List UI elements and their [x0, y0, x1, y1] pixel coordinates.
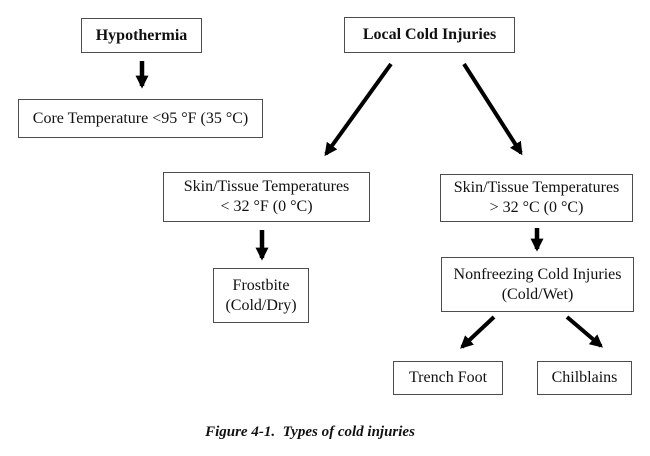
node-local-cold-injuries: Local Cold Injuries	[344, 17, 515, 53]
arrow-nonfreezing-to-trench-foot	[460, 315, 496, 349]
node-chilblains: Chilblains	[537, 361, 632, 395]
node-core-temperature: Core Temperature <95 °F (35 °C)	[18, 99, 263, 138]
arrow-local-to-skin-below-freezing	[324, 62, 393, 157]
node-skin-above-line2: > 32 °C (0 °C)	[489, 199, 584, 216]
figure-caption: Figure 4-1. Types of cold injuries	[205, 424, 415, 440]
node-skin-tissue-above-freezing: Skin/Tissue Temperatures > 32 °C (0 °C)	[440, 174, 633, 222]
node-local-cold-injuries-label: Local Cold Injuries	[362, 26, 497, 43]
node-frostbite-line1: Frostbite	[232, 276, 290, 294]
node-nonfreezing-line1: Nonfreezing Cold Injuries	[453, 265, 622, 283]
node-nonfreezing-cold-injuries: Nonfreezing Cold Injuries (Cold/Wet)	[441, 257, 634, 312]
node-core-temperature-label: Core Temperature <95 °F (35 °C)	[32, 109, 249, 127]
node-skin-below-line1: Skin/Tissue Temperatures	[183, 178, 350, 195]
node-skin-tissue-below-freezing: Skin/Tissue Temperatures < 32 °F (0 °C)	[163, 172, 370, 222]
arrow-local-to-skin-above-freezing	[462, 62, 523, 156]
node-trench-foot-label: Trench Foot	[408, 369, 488, 386]
node-skin-below-line2: < 32 °F (0 °C)	[220, 198, 313, 215]
node-trench-foot: Trench Foot	[393, 361, 503, 395]
node-skin-above-line1: Skin/Tissue Temperatures	[453, 179, 620, 196]
node-chilblains-label: Chilblains	[551, 369, 618, 386]
node-frostbite: Frostbite (Cold/Dry)	[213, 268, 309, 323]
node-hypothermia-label: Hypothermia	[95, 26, 188, 44]
node-frostbite-line2: (Cold/Dry)	[225, 296, 297, 314]
node-hypothermia: Hypothermia	[81, 18, 202, 53]
arrow-nonfreezing-to-chilblains	[565, 315, 603, 348]
node-nonfreezing-line2: (Cold/Wet)	[501, 285, 574, 303]
